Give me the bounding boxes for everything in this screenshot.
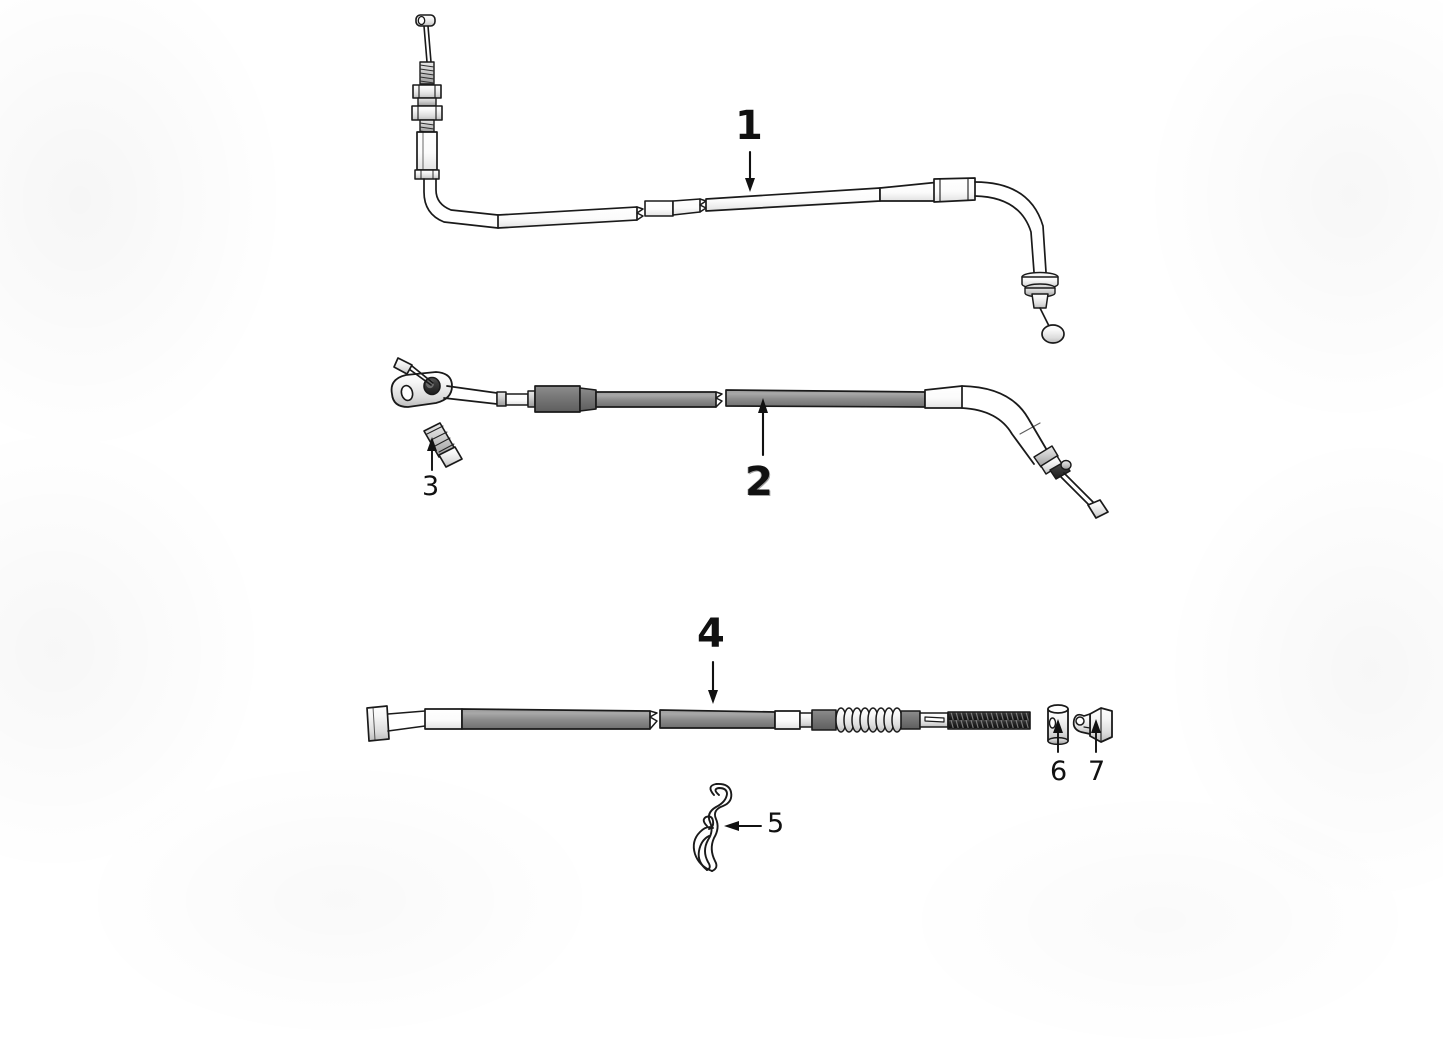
- callout-label-1: 1: [735, 103, 763, 149]
- part-7-barrel-adjuster-nut: [1072, 707, 1113, 743]
- callout-arrows: [427, 150, 1101, 831]
- part-3-bolt: [423, 422, 463, 468]
- callout-label-7: 7: [1088, 756, 1106, 787]
- callout-label-2: 2: [745, 459, 773, 505]
- callout-label-3: 3: [422, 471, 440, 502]
- part-4-rear-brake-cable: [366, 705, 1031, 742]
- part-2-brake-cable: [390, 357, 1109, 519]
- part-5-spring-clip: [692, 782, 733, 872]
- callout-label-5: 5: [767, 808, 785, 839]
- part-1-throttle-cable: [411, 14, 1065, 344]
- parts-illustration: [366, 14, 1113, 872]
- callout-label-4: 4: [697, 611, 725, 657]
- callout-label-6: 6: [1050, 756, 1068, 787]
